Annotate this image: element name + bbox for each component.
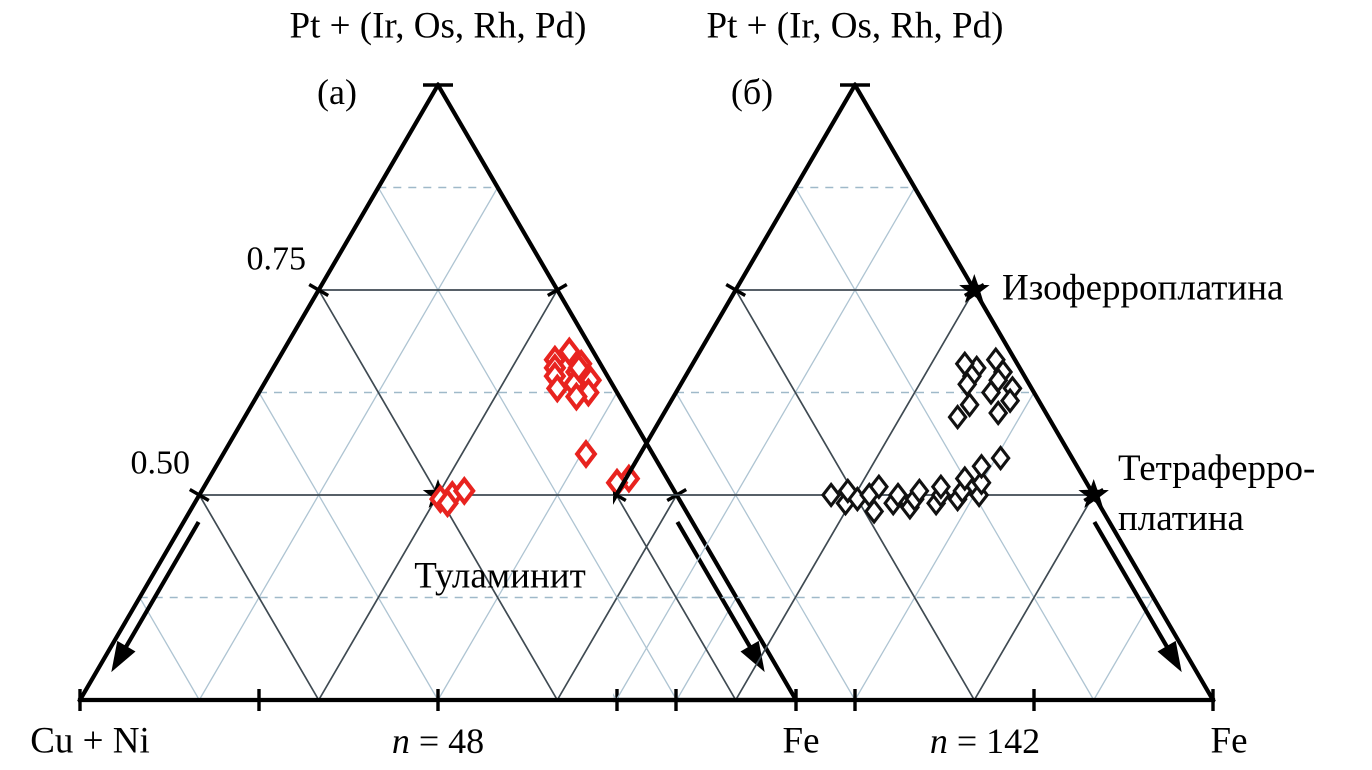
data-point-diamond xyxy=(452,475,476,506)
trend-arrow-shaft xyxy=(120,520,201,655)
data-point-diamond xyxy=(980,379,1002,406)
data-point-diamond xyxy=(930,473,951,500)
data-point-diamond xyxy=(564,381,588,412)
data-point-diamond xyxy=(887,481,909,509)
right-axis-tick xyxy=(546,283,568,297)
tetraferroplatina-label: Тетраферро- платина xyxy=(1118,444,1315,544)
left-axis-tick xyxy=(308,283,330,297)
grid-minor-fe xyxy=(854,392,1035,701)
panel-a-left-corner-label: Cu + Ni xyxy=(30,720,150,762)
left-axis-tick xyxy=(725,283,747,297)
data-point-diamond xyxy=(959,391,980,418)
data-point-diamond xyxy=(954,465,975,492)
grid-minor-fe xyxy=(437,392,618,701)
data-point-diamond xyxy=(1000,387,1021,414)
trend-arrow-head xyxy=(740,640,765,673)
triangle-left-edge xyxy=(77,82,441,703)
panel-a-letter: (а) xyxy=(317,72,357,113)
data-point-diamond xyxy=(971,453,992,480)
data-point-diamond xyxy=(436,488,459,519)
data-point-diamond xyxy=(947,404,968,431)
tetraferroplatina-label-line1: Тетраферро- xyxy=(1118,448,1316,490)
data-point-diamond xyxy=(567,352,591,383)
data-point-diamond xyxy=(909,477,930,504)
trend-arrow-head xyxy=(1157,640,1182,673)
grid-minor-cuni xyxy=(794,187,1095,701)
grid-major-cuni xyxy=(615,494,737,701)
grid-major-cuni xyxy=(198,494,320,701)
triangle-left-edge xyxy=(613,82,858,505)
grid-major-fe xyxy=(973,494,1095,701)
panel-a-apex-label: Pt + (Ir, Os, Rh, Pd) xyxy=(289,5,587,47)
grid-minor-cuni xyxy=(139,597,200,701)
grid-minor-cuni xyxy=(675,392,856,701)
tulaminit-label: Туламинит xyxy=(414,555,586,597)
left-axis-tick xyxy=(188,488,210,502)
grid-minor-fe xyxy=(1093,597,1154,701)
panel-b-letter: (б) xyxy=(730,72,774,113)
ternary-panel-b xyxy=(613,82,1216,711)
left-axis-tick xyxy=(613,491,627,502)
panel-b-right-corner-label: Fe xyxy=(1210,720,1248,762)
grid-minor-cuni xyxy=(377,187,678,701)
data-point-diamond xyxy=(957,371,978,398)
triangle-right-edge xyxy=(852,82,1216,703)
panel-a-n-var: n xyxy=(391,721,410,762)
ternary-panel-a xyxy=(77,82,799,711)
data-point-diamond xyxy=(971,469,992,496)
data-point-diamond xyxy=(988,399,1009,427)
panel-b-apex-label: Pt + (Ir, Os, Rh, Pd) xyxy=(706,5,1004,47)
reference-star-izoferroplatina xyxy=(959,274,990,303)
panel-b-sample-count: n = 142 xyxy=(929,721,1041,762)
panel-a-sample-count: n = 48 xyxy=(391,721,485,762)
panel-a-right-corner-label: Fe xyxy=(782,720,820,762)
panel-b-n-value: = 142 xyxy=(947,721,1041,762)
panel-a-n-value: = 48 xyxy=(409,721,485,762)
trend-arrow-left-edge xyxy=(111,520,201,673)
data-point-diamond xyxy=(574,439,598,469)
data-point-diamond xyxy=(557,336,581,367)
triangle-right-edge xyxy=(435,82,799,703)
trend-arrow-right-edge xyxy=(675,520,765,673)
pt-axis-tick-label-050: 0.50 xyxy=(130,444,191,482)
data-point-diamond xyxy=(990,445,1011,472)
data-point-diamond xyxy=(868,473,889,500)
trend-arrow-head xyxy=(111,640,136,673)
panel-b-n-var: n xyxy=(929,721,948,762)
data-point-diamond xyxy=(954,350,975,377)
grid-minor-fe xyxy=(198,187,499,701)
izoferroplatina-label: Изоферроплатина xyxy=(1002,267,1284,309)
grid-minor-fe xyxy=(615,187,916,701)
data-point-diamond xyxy=(821,481,842,509)
trend-arrow-right-edge xyxy=(1092,520,1182,673)
trend-arrow-shaft xyxy=(1092,520,1173,655)
data-point-diamond xyxy=(545,373,569,404)
reference-star-tetraferroplatina xyxy=(1078,479,1109,508)
tetraferroplatina-label-line2: платина xyxy=(1118,498,1244,539)
pt-axis-tick-label-075: 0.75 xyxy=(246,240,307,278)
trend-arrow-shaft xyxy=(675,520,756,655)
grid-minor-cuni xyxy=(258,392,439,701)
